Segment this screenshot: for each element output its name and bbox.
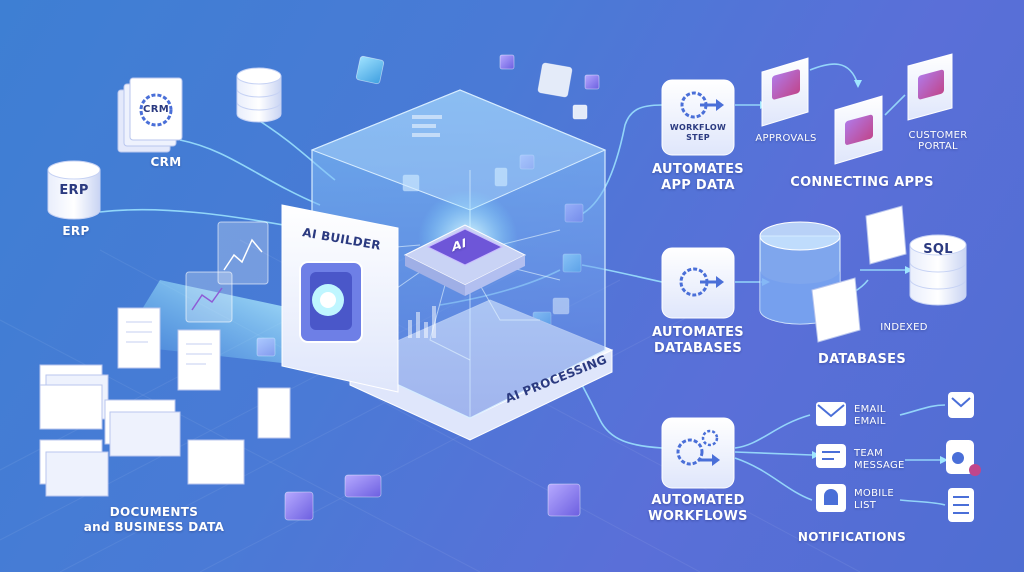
notification-icons (816, 392, 981, 522)
indexed-label: INDEXED (880, 322, 928, 333)
document-pile-icons (39, 307, 291, 497)
erp-label: ERP (62, 224, 90, 238)
notifications-label: NOTIFICATIONS (797, 530, 907, 544)
workflow-step-card (661, 79, 735, 156)
email-line1: EMAIL (854, 404, 886, 415)
customer-portal-line1: CUSTOMER (908, 130, 968, 141)
chart-panels (185, 221, 269, 323)
mobile-list-line2: LIST (854, 500, 877, 511)
erp-database-icon (47, 160, 101, 220)
workflow-step-line2: STEP (686, 133, 710, 142)
documents-label-line1: DOCUMENTS (109, 505, 199, 519)
crm-document-stack-icon (117, 77, 183, 153)
email-line2: EMAIL (854, 416, 886, 427)
databases-title: DATABASES (817, 352, 907, 367)
app-tiles (761, 53, 953, 165)
approvals-label: APPROVALS (755, 133, 817, 144)
automates-app-data-line2: APP DATA (661, 178, 735, 193)
connecting-apps-label: CONNECTING APPS (790, 175, 934, 190)
database-cylinder-icon (236, 67, 282, 123)
automated-workflows-line1: AUTOMATED (651, 493, 745, 508)
team-message-line1: TEAM (854, 448, 884, 459)
erp-badge: ERP (59, 183, 89, 198)
team-message-line2: MESSAGE (854, 460, 905, 471)
automated-workflows-line2: WORKFLOWS (648, 509, 748, 524)
automates-databases-line2: DATABASES (653, 341, 743, 356)
automates-databases-line1: AUTOMATES (652, 325, 744, 340)
automated-workflows-card (661, 417, 735, 489)
workflow-step-line1: WORKFLOW (669, 123, 727, 132)
automates-app-data-line1: AUTOMATES (652, 162, 744, 177)
customer-portal-line2: PORTAL (918, 141, 958, 152)
crm-label: CRM (150, 155, 182, 169)
database-automation-card (661, 247, 735, 319)
mobile-list-line1: MOBILE (854, 488, 894, 499)
documents-label-line2: and BUSINESS DATA (83, 520, 225, 534)
crm-badge: CRM (143, 104, 169, 115)
database-visuals (759, 205, 967, 343)
sql-badge: SQL (923, 242, 953, 257)
